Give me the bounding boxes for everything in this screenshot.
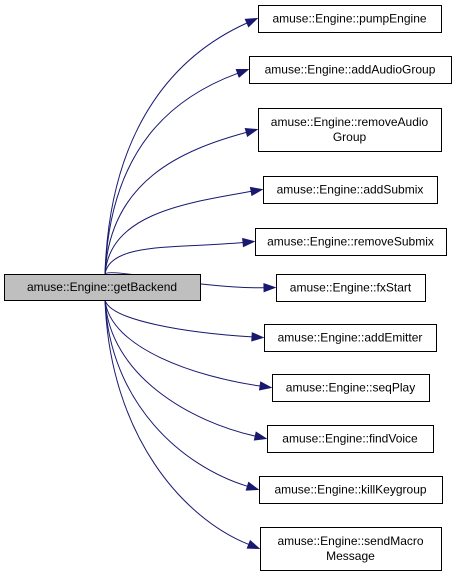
- edge: [104, 190, 252, 275]
- edge: [104, 72, 238, 275]
- node-removesubmix[interactable]: amuse::Engine::removeSubmix: [255, 228, 447, 256]
- arrowhead: [245, 481, 260, 491]
- node-box: [4, 274, 201, 301]
- node-addaudiogroup[interactable]: amuse::Engine::addAudioGroup: [249, 56, 452, 84]
- arrowhead: [253, 431, 268, 441]
- node-label: amuse::Engine::getBackend: [27, 280, 177, 294]
- edge: [104, 299, 248, 487]
- node-seqplay[interactable]: amuse::Engine::seqPlay: [272, 374, 430, 402]
- node-box: [258, 5, 442, 33]
- node-killkeygroup[interactable]: amuse::Engine::killKeygroup: [259, 476, 443, 504]
- node-box: [263, 176, 438, 204]
- node-box: [258, 108, 442, 152]
- node-label: amuse::Engine::findVoice: [282, 432, 418, 446]
- node-addsubmix[interactable]: amuse::Engine::addSubmix: [263, 176, 438, 204]
- node-pumpengine[interactable]: amuse::Engine::pumpEngine: [258, 5, 442, 33]
- node-box: [260, 527, 442, 571]
- nodes: amuse::Engine::getBackendamuse::Engine::…: [4, 5, 452, 571]
- arrowhead: [244, 17, 259, 28]
- arrowhead: [246, 539, 261, 550]
- edge: [104, 242, 244, 275]
- node-box: [259, 476, 443, 504]
- node-findvoice[interactable]: amuse::Engine::findVoice: [267, 425, 434, 453]
- node-label: amuse::Engine::addEmitter: [278, 331, 423, 345]
- arrowhead: [242, 237, 256, 248]
- node-label: amuse::Engine::removeSubmix: [267, 235, 434, 249]
- arrowhead: [263, 283, 277, 293]
- node-label: amuse::Engine::killKeygroup: [274, 483, 426, 497]
- node-getbackend[interactable]: amuse::Engine::getBackend: [4, 274, 201, 301]
- node-box: [267, 425, 434, 453]
- arrowhead: [244, 127, 259, 138]
- edge: [104, 299, 256, 437]
- arrowhead: [258, 381, 273, 391]
- edge: [104, 299, 253, 338]
- node-box: [255, 228, 447, 256]
- node-addemitter[interactable]: amuse::Engine::addEmitter: [264, 324, 437, 352]
- node-label: Group: [333, 130, 367, 144]
- node-fxstart[interactable]: amuse::Engine::fxStart: [276, 274, 426, 302]
- node-label: amuse::Engine::sendMacro: [277, 534, 423, 548]
- node-label: amuse::Engine::seqPlay: [286, 381, 415, 395]
- arrowhead: [251, 332, 265, 342]
- edge: [104, 22, 248, 275]
- node-label: Message: [326, 549, 375, 563]
- node-label: amuse::Engine::pumpEngine: [272, 12, 426, 26]
- node-label: amuse::Engine::removeAudio: [271, 115, 429, 129]
- node-label: amuse::Engine::addAudioGroup: [265, 63, 436, 77]
- edge: [104, 299, 249, 545]
- edge: [104, 131, 247, 275]
- node-label: amuse::Engine::addSubmix: [277, 183, 424, 197]
- arrowhead: [249, 186, 264, 197]
- node-box: [264, 324, 437, 352]
- node-label: amuse::Engine::fxStart: [290, 281, 412, 295]
- node-box: [272, 374, 430, 402]
- edges: [104, 17, 277, 550]
- arrowhead: [235, 68, 250, 78]
- node-box: [249, 56, 452, 84]
- node-box: [276, 274, 426, 302]
- edge: [104, 299, 261, 387]
